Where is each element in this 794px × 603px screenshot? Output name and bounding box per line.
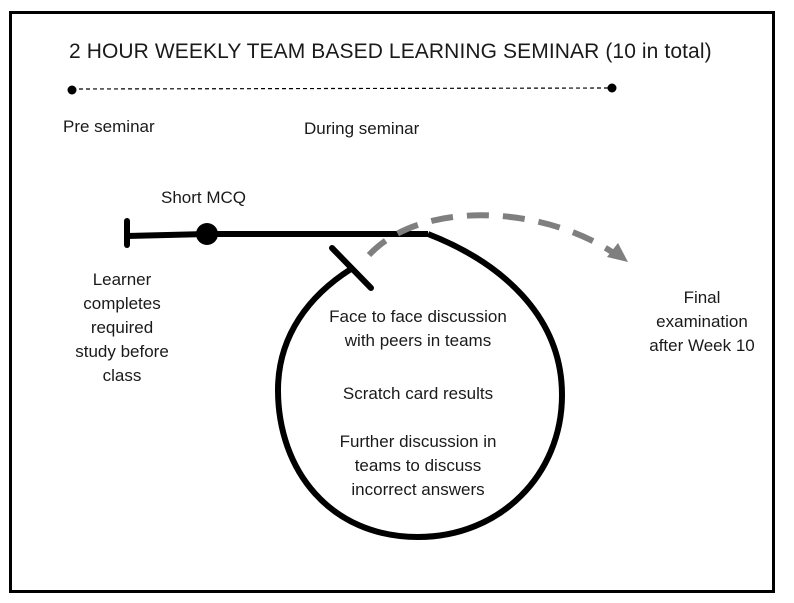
loop-item-line: incorrect answers	[351, 480, 485, 499]
final-exam-line: after Week 10	[649, 336, 755, 355]
study-label-line: class	[102, 366, 142, 385]
loop-item-scratch-card: Scratch card results	[318, 382, 518, 406]
study-label-line: completes	[83, 294, 161, 313]
during-seminar-label: During seminar	[304, 119, 420, 138]
study-label: Learner completes required study before …	[62, 268, 182, 388]
loop-item-further-discussion: Further discussion in teams to discuss i…	[318, 430, 518, 502]
final-exam-label: Final examination after Week 10	[637, 286, 767, 358]
pre-seminar-label: Pre seminar	[63, 117, 155, 136]
mcq-node	[196, 223, 218, 245]
seminar-timeline-dashed	[71, 87, 613, 90]
loop-item-line: Face to face discussion	[329, 307, 507, 326]
loop-item-line: with peers in teams	[344, 331, 492, 350]
final-exam-line: examination	[656, 312, 748, 331]
loop-item-face-to-face: Face to face discussion with peers in te…	[318, 305, 518, 353]
final-exam-arrowhead	[607, 243, 628, 262]
loop-end-bar	[329, 245, 374, 291]
discussion-loop	[274, 231, 566, 541]
timeline-end-dot	[607, 83, 617, 93]
study-label-line: required	[90, 318, 154, 337]
timeline-start-dot	[67, 85, 77, 95]
short-mcq-label: Short MCQ	[161, 188, 247, 207]
process-line	[126, 231, 428, 239]
diagram-frame	[9, 11, 775, 593]
loop-item-line: Further discussion in	[339, 432, 497, 451]
final-exam-line: Final	[683, 288, 721, 307]
loop-item-line: teams to discuss	[354, 456, 482, 475]
diagram-title: 2 HOUR WEEKLY TEAM BASED LEARNING SEMINA…	[69, 40, 712, 63]
study-label-line: Learner	[92, 270, 152, 289]
final-exam-arrow	[366, 212, 614, 258]
loop-item-line: Scratch card results	[342, 384, 494, 403]
study-label-line: study before	[75, 342, 169, 361]
